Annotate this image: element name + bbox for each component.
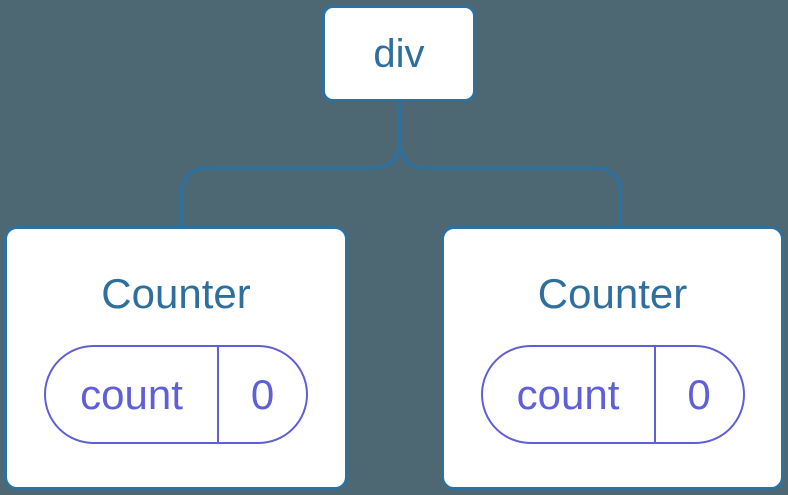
connector-left-branch (179, 100, 402, 228)
connector-right-branch (397, 100, 623, 228)
component-title: Counter (101, 270, 251, 317)
state-value: 0 (250, 370, 275, 418)
component-node-counter-1: Counter count 0 (4, 226, 348, 490)
state-pill: count 0 (44, 345, 308, 444)
component-title: Counter (537, 270, 688, 317)
tree-node-root: div (322, 5, 476, 102)
root-node-label: div (373, 31, 425, 76)
component-node-counter-2: Counter count 0 (441, 226, 784, 490)
state-key-label: count (483, 347, 656, 442)
state-key-label: count (46, 347, 219, 442)
state-pill: count 0 (480, 345, 745, 444)
state-value: 0 (687, 370, 711, 418)
